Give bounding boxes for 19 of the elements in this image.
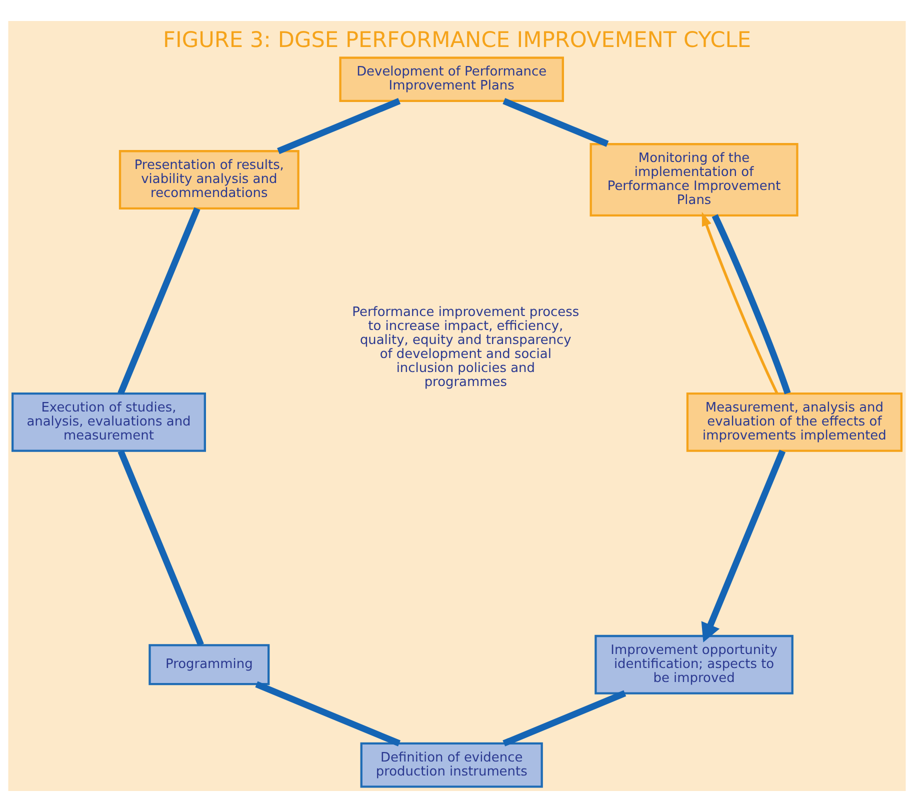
node-box: Monitoring of the implementation of Performance Improvement Plans [590, 142, 798, 216]
connector [712, 214, 791, 394]
arrow [701, 449, 786, 642]
label: Performance improvement process to increase impact, efficiency, quality, equity and transparency of development and social inclusion policies and programmes [352, 304, 580, 390]
connector [502, 98, 609, 146]
connector [118, 206, 200, 394]
node-box: Presentation of results, viability analysis and recommendations [118, 150, 300, 209]
node-box: Execution of studies, analysis, evaluations and measurement [12, 392, 206, 452]
arrow [702, 211, 778, 394]
node-box: Programming [148, 644, 270, 685]
node-box: Improvement opportunity identification; aspects to be improved [594, 634, 794, 694]
connector [118, 449, 204, 646]
connector [277, 98, 401, 154]
node-box: Development of Performance Improvement Plans [339, 56, 564, 102]
node-box: Measurement, analysis and evaluation of the effects of improvements implemented [686, 392, 902, 452]
connector [502, 690, 626, 746]
diagram-title: FIGURE 3: DGSE PERFORMANCE IMPROVEMENT CYCLE [163, 27, 751, 52]
node-box: Definition of evidence production instruments [360, 742, 543, 788]
connector [255, 680, 401, 746]
